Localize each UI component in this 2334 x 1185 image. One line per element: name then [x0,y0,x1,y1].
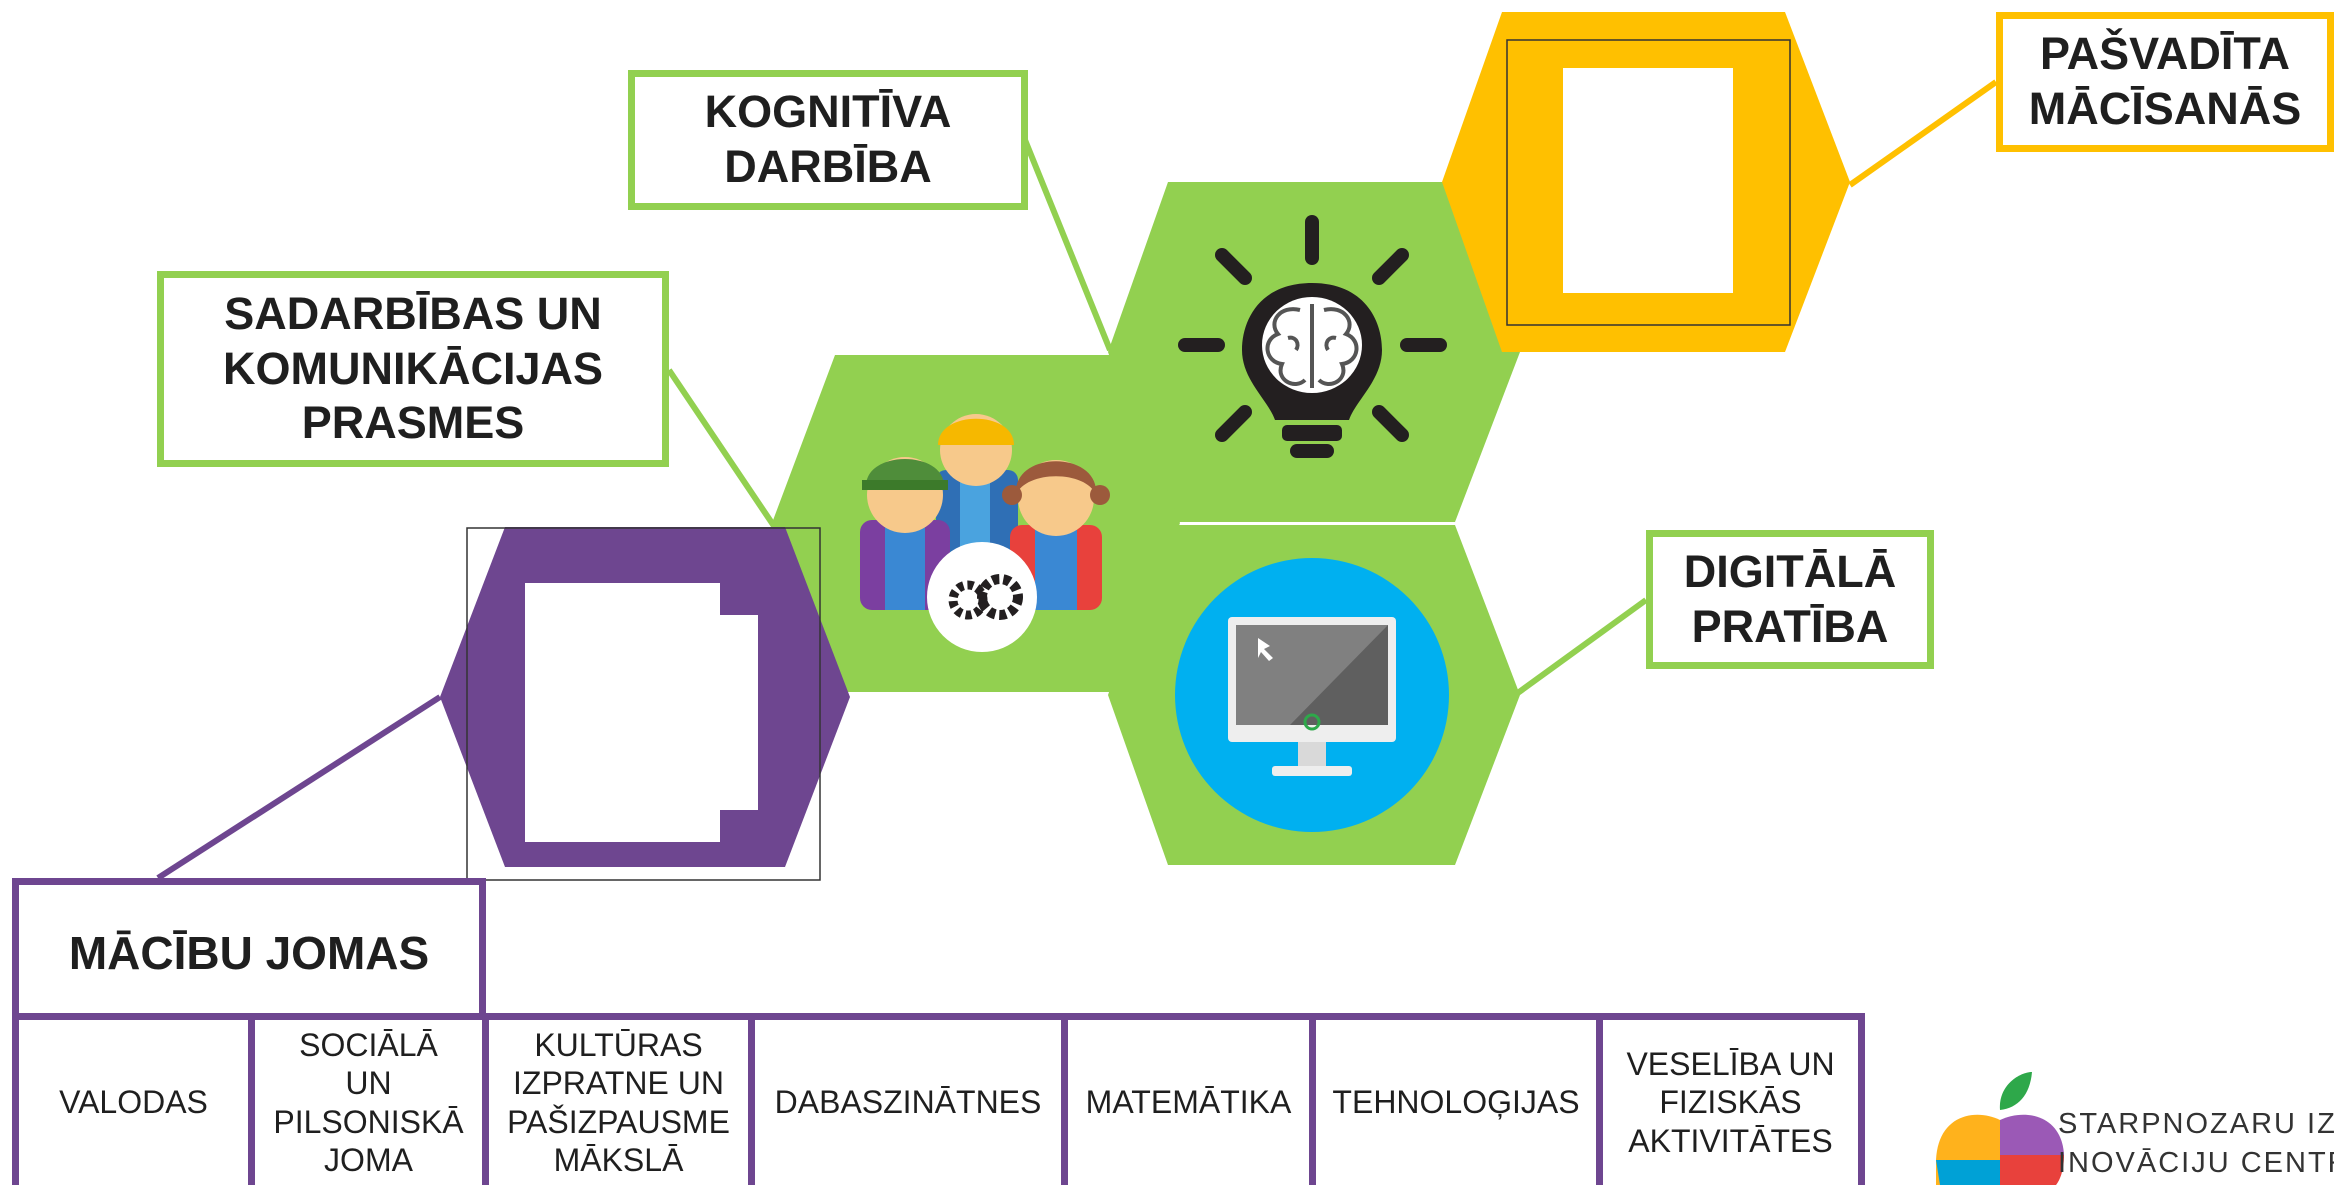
joma-cell-dabaszinatnes: DABASZINĀTNES [755,1020,1068,1185]
apple-logo-icon [1936,1072,2064,1185]
connector-jomas [156,694,442,881]
label-line: KOMUNIKĀCIJAS [222,342,604,394]
logo-line-2: INOVĀCIJU CENTRS [2058,1147,2334,1180]
image-frame-jomas [466,527,821,881]
label-line: PRATĪBA [1691,600,1889,652]
connector-kognitiva [1022,138,1113,352]
connector-sadarbibas [666,368,783,537]
label-line: SADARBĪBAS UN [224,287,602,339]
placeholder-jomas [525,583,758,842]
logo-text: STARPNOZARU IZGLĪ INOVĀCIJU CENTRS [2058,1105,2334,1183]
joma-cell-sociala: SOCIĀLĀ UN PILSONISKĀ JOMA [255,1020,489,1185]
label-pasvadita-macisanas: PAŠVADĪTA MĀCĪSANĀS [1996,12,2334,152]
joma-cell-valodas: VALODAS [19,1020,255,1185]
joma-cell-veseliba: VESELĪBA UN FIZISKĀS AKTIVITĀTES [1603,1020,1865,1185]
label-digitala-pratiba: DIGITĀLĀ PRATĪBA [1646,530,1934,669]
team-people-icon [860,414,1110,652]
lightbulb-brain-icon [1178,215,1447,458]
label-line: KOGNITĪVA [704,86,952,138]
label-line: PAŠVADĪTA [2039,28,2290,80]
connector-pasvadita [1848,79,1998,188]
placeholder-pasvadita [1563,68,1733,293]
label-line: DIGITĀLĀ [1683,545,1897,597]
label-line: DARBĪBA [724,141,932,192]
label-sadarbibas-prasmes: SADARBĪBAS UN KOMUNIKĀCIJAS PRASMES [157,271,669,467]
logo-line-1: STARPNOZARU IZGLĪ [2058,1108,2334,1140]
jomas-table: VALODAS SOCIĀLĀ UN PILSONISKĀ JOMA KULTŪ… [12,1013,1865,1185]
label-kognitiva-darbiba: KOGNITĪVA DARBĪBA [628,70,1028,210]
image-frame-pasvadita [1506,39,1791,326]
joma-cell-tehnologijas: TEHNOLOĢIJAS [1316,1020,1603,1185]
computer-monitor-icon [1175,558,1449,832]
jomas-title: MĀCĪBU JOMAS [12,878,486,1020]
label-line: PRASMES [301,397,525,449]
label-line: MĀCĪSANĀS [2028,83,2302,134]
joma-cell-matematika: MATEMĀTIKA [1068,1020,1316,1185]
joma-cell-kulturas: KULTŪRAS IZPRATNE UN PAŠIZPAUSME MĀKSLĀ [489,1020,755,1185]
connector-digitala [1513,597,1648,698]
